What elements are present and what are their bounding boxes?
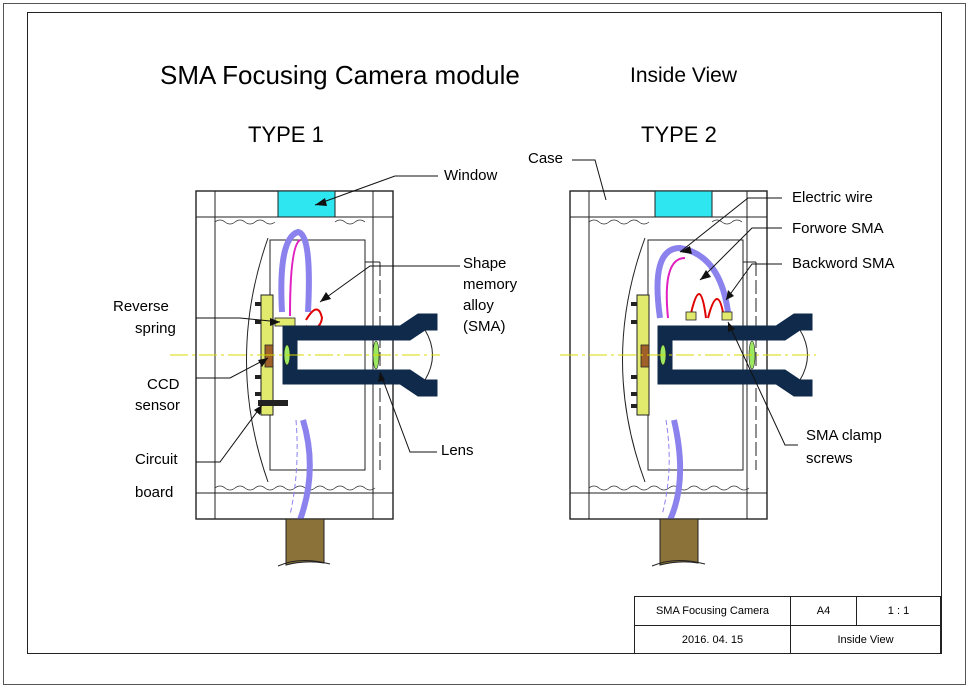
title-block-paper: A4 <box>791 597 857 626</box>
label-reverse-2: spring <box>135 320 176 337</box>
type2-ccd <box>640 344 650 368</box>
type1-connector-plug <box>285 518 325 566</box>
title-block-name: SMA Focusing Camera <box>635 597 791 626</box>
type2-connector-plug <box>659 518 699 566</box>
label-forward-sma: Forwore SMA <box>792 220 884 237</box>
type2-cable-bottom <box>667 419 684 522</box>
outer-frame <box>3 3 966 685</box>
type1-cable-top <box>278 228 312 313</box>
type2-lens-barrel <box>657 313 813 397</box>
label-window: Window <box>444 167 498 184</box>
label-case: Case <box>528 150 564 167</box>
label-clamp-1: SMA clamp <box>806 427 882 444</box>
type2-clamp-screw-1 <box>685 311 697 321</box>
title-block-view: Inside View <box>837 634 894 646</box>
title-block-date: 2016. 04. 15 <box>635 626 791 654</box>
label-electric-wire: Electric wire <box>792 189 873 206</box>
drawing-subtitle: Inside View <box>630 64 738 87</box>
label-sma-2: memory <box>463 276 518 293</box>
label-ccd-2: sensor <box>135 397 181 414</box>
label-backward-sma: Backword SMA <box>792 255 895 272</box>
label-reverse-1: Reverse <box>113 298 169 315</box>
drawing-border <box>27 12 942 654</box>
label-sma-4: (SMA) <box>463 318 506 335</box>
leader-arrowheads <box>254 198 735 415</box>
leader-lines <box>196 159 798 463</box>
type2-clamp-screw-2 <box>721 311 733 321</box>
label-ccd-1: CCD <box>147 376 180 393</box>
type2-window <box>654 190 713 218</box>
label-sma-1: Shape <box>463 255 507 272</box>
type1-assembly <box>170 190 440 567</box>
label-sma-3: alloy <box>463 297 494 314</box>
label-circuit-2: board <box>135 484 174 501</box>
type2-forward-sma <box>689 293 707 319</box>
type2-backward-sma <box>707 298 725 319</box>
label-clamp-2: screws <box>806 450 853 467</box>
label-lens: Lens <box>441 442 474 459</box>
type1-ccd <box>264 344 274 368</box>
type1-sma-wire <box>305 308 324 329</box>
drawing-title: SMA Focusing Camera module <box>160 60 520 90</box>
type1-heading: TYPE 1 <box>248 122 324 147</box>
type2-assembly <box>560 190 816 567</box>
title-block: SMA Focusing Camera A4 1 : 1 2016. 04. 1… <box>634 596 941 654</box>
type1-lens-barrel <box>282 313 438 397</box>
type1-cable-bottom <box>297 419 313 522</box>
type2-heading: TYPE 2 <box>641 122 717 147</box>
type2-cable-top <box>654 244 731 319</box>
label-circuit-1: Circuit <box>135 451 178 468</box>
title-block-scale: 1 : 1 <box>857 597 940 626</box>
